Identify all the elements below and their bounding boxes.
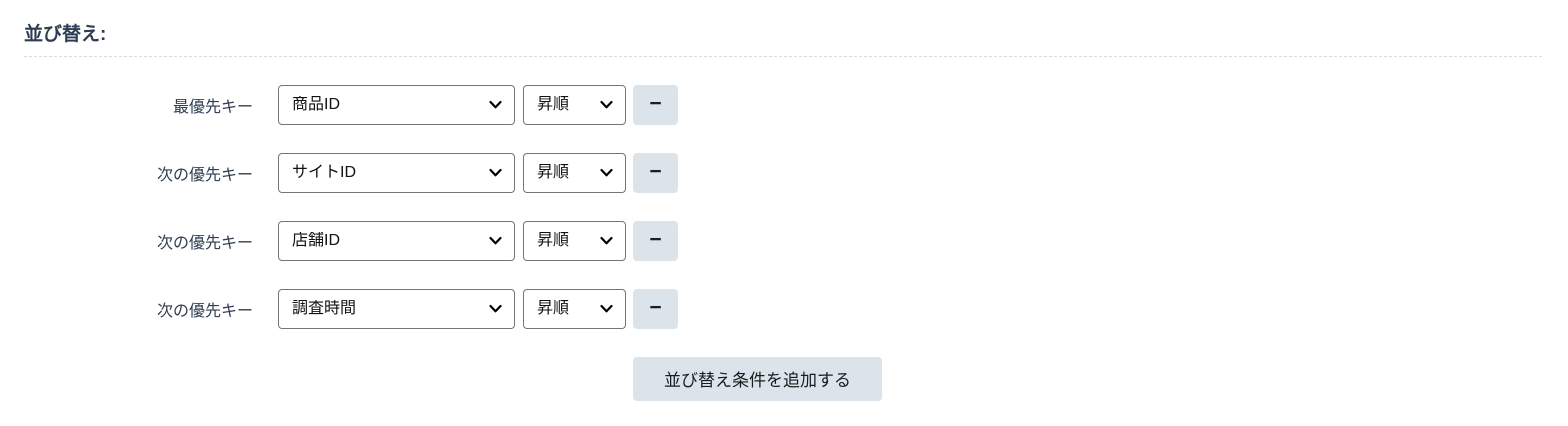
remove-sort-row-4-button[interactable]: − bbox=[633, 288, 678, 329]
sort-row-2: 次の優先キー サイトID 昇順 − bbox=[24, 152, 1542, 193]
sort-key-select-1[interactable]: 商品ID bbox=[278, 84, 515, 125]
minus-icon: − bbox=[649, 296, 662, 320]
minus-icon: − bbox=[649, 92, 662, 116]
section-header: 並び替え: bbox=[24, 24, 1542, 57]
sort-row-4: 次の優先キー 調査時間 昇順 − bbox=[24, 288, 1542, 329]
sort-section: 並び替え: 最優先キー 商品ID 昇順 − 次の優先キー サ bbox=[24, 24, 1542, 401]
sort-order-select-3[interactable]: 昇順 bbox=[523, 220, 626, 261]
remove-sort-row-1-button[interactable]: − bbox=[633, 84, 678, 125]
sort-row-4-label: 次の優先キー bbox=[156, 302, 253, 320]
minus-icon: − bbox=[649, 160, 662, 184]
remove-sort-row-3-button[interactable]: − bbox=[633, 220, 678, 261]
sort-row-3-label: 次の優先キー bbox=[156, 234, 253, 252]
sort-row-1: 最優先キー 商品ID 昇順 − bbox=[24, 84, 1542, 125]
sort-order-select-4[interactable]: 昇順 bbox=[523, 288, 626, 329]
minus-icon: − bbox=[649, 228, 662, 252]
remove-sort-row-2-button[interactable]: − bbox=[633, 152, 678, 193]
sort-rows: 最優先キー 商品ID 昇順 − 次の優先キー サイトID bbox=[24, 84, 1542, 329]
sort-key-select-4[interactable]: 調査時間 bbox=[278, 288, 515, 329]
sort-order-select-1[interactable]: 昇順 bbox=[523, 84, 626, 125]
sort-row-1-label: 最優先キー bbox=[172, 98, 253, 116]
sort-row-3: 次の優先キー 店舗ID 昇順 − bbox=[24, 220, 1542, 261]
sort-key-select-3[interactable]: 店舗ID bbox=[278, 220, 515, 261]
sort-key-select-2[interactable]: サイトID bbox=[278, 152, 515, 193]
page-title: 並び替え: bbox=[24, 24, 107, 45]
sort-row-2-label: 次の優先キー bbox=[156, 166, 253, 184]
add-sort-condition-button[interactable]: 並び替え条件を追加する bbox=[633, 356, 882, 401]
add-row: 並び替え条件を追加する bbox=[633, 356, 1542, 401]
sort-order-select-2[interactable]: 昇順 bbox=[523, 152, 626, 193]
